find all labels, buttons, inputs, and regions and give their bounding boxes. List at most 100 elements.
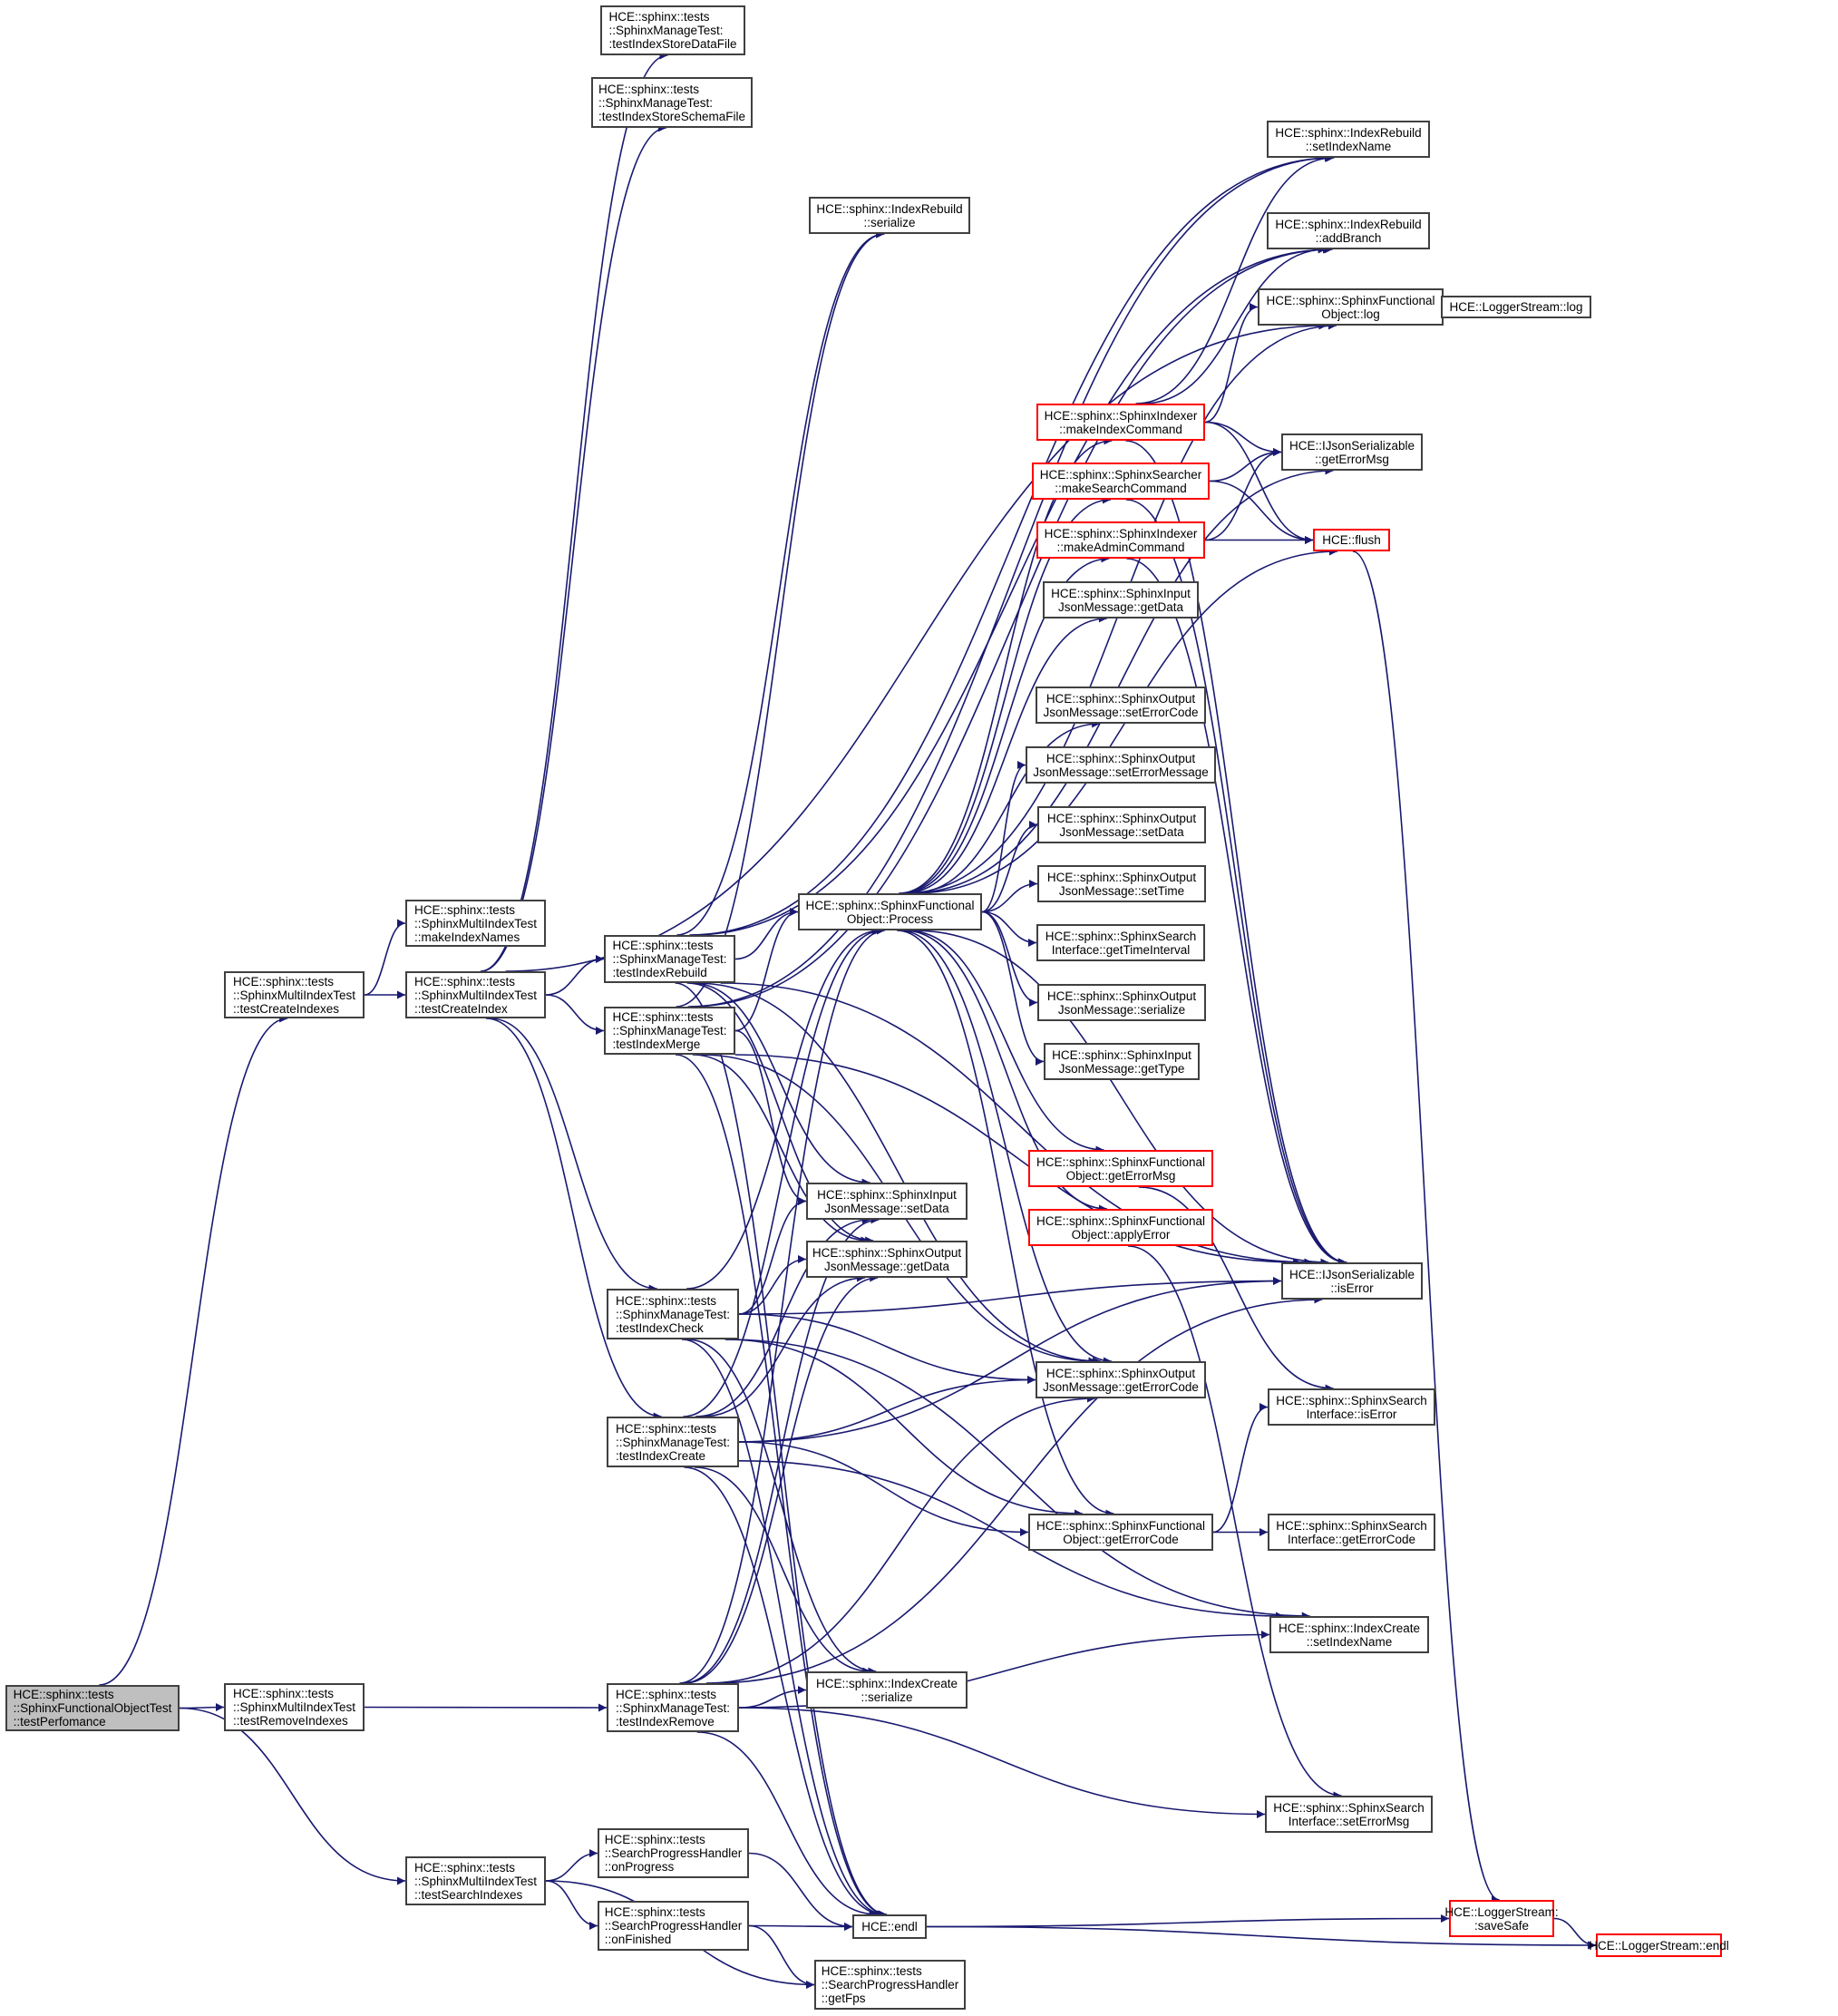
- node-label: HCE::sphinx::SphinxOutput JsonMessage::g…: [812, 1245, 962, 1273]
- edge-testIndexRemove-to-outputGetData: [684, 1273, 879, 1684]
- node-on-progress[interactable]: HCE::sphinx::tests ::SearchProgressHandl…: [598, 1828, 749, 1878]
- node-ijson-get-error-msg[interactable]: HCE::IJsonSerializable ::getErrorMsg: [1281, 433, 1423, 471]
- node-label: HCE::sphinx::SphinxSearcher ::makeSearch…: [1039, 467, 1202, 495]
- node-ijson-is-error[interactable]: HCE::IJsonSerializable ::isError: [1281, 1262, 1423, 1300]
- edge-testIndexCreate-to-jsIsError: [738, 1277, 1282, 1443]
- node-ssi-is-error[interactable]: HCE::sphinx::SphinxSearch Interface::isE…: [1268, 1388, 1435, 1426]
- node-index-create-set-index-name[interactable]: HCE::sphinx::IndexCreate ::setIndexName: [1269, 1616, 1429, 1653]
- node-test-index-store-data-file[interactable]: HCE::sphinx::tests ::SphinxManageTest: :…: [600, 5, 745, 55]
- node-input-get-type[interactable]: HCE::sphinx::SphinxInput JsonMessage::ge…: [1044, 1043, 1200, 1080]
- node-logger-stream-endl[interactable]: HCE::LoggerStream::endl: [1589, 1933, 1729, 1957]
- node-label: HCE::sphinx::SphinxSearch Interface::get…: [1045, 929, 1197, 957]
- node-label: HCE::sphinx::IndexRebuild ::setIndexName: [1275, 125, 1422, 153]
- node-label: HCE::sphinx::SphinxIndexer ::makeIndexCo…: [1044, 408, 1198, 436]
- edge-testIndexRebuild-to-rebuildSerialize: [676, 229, 884, 936]
- node-sfo-get-error-code[interactable]: HCE::sphinx::SphinxFunctional Object::ge…: [1028, 1514, 1213, 1551]
- node-label: HCE::sphinx::tests ::SearchProgressHandl…: [821, 1964, 959, 2005]
- edge-testCreateIndex-to-testIndexCreate: [485, 1018, 662, 1421]
- node-label: HCE::sphinx::SphinxFunctional Object::ap…: [1036, 1213, 1206, 1242]
- node-index-rebuild-serialize[interactable]: HCE::sphinx::IndexRebuild ::serialize: [809, 197, 970, 234]
- node-test-index-store-schema-file[interactable]: HCE::sphinx::tests ::SphinxManageTest: :…: [591, 77, 753, 128]
- edge-flush-to-saveSafe: [1352, 550, 1500, 1904]
- node-output-serialize[interactable]: HCE::sphinx::SphinxOutput JsonMessage::s…: [1037, 984, 1206, 1021]
- edge-testIndexCheck-to-endl: [681, 1339, 886, 1919]
- edge-process-to-inGetType: [981, 911, 1045, 1066]
- edge-testIndexRebuild-to-outGetErrorCode: [695, 982, 1102, 1366]
- node-output-get-error-code[interactable]: HCE::sphinx::SphinxOutput JsonMessage::g…: [1036, 1361, 1206, 1398]
- node-make-index-names[interactable]: HCE::sphinx::tests ::SphinxMultiIndexTes…: [405, 900, 546, 947]
- node-make-admin-command[interactable]: HCE::sphinx::SphinxIndexer ::makeAdminCo…: [1036, 521, 1205, 559]
- node-test-index-remove[interactable]: HCE::sphinx::tests ::SphinxManageTest: :…: [607, 1683, 739, 1732]
- node-test-create-indexes[interactable]: HCE::sphinx::tests ::SphinxMultiIndexTes…: [224, 971, 365, 1018]
- node-label: HCE::sphinx::tests ::SphinxMultiIndexTes…: [232, 1687, 356, 1728]
- node-label: HCE::sphinx::tests ::SphinxManageTest: :…: [615, 1293, 731, 1335]
- edge-testIndexRemove-to-ssiSetErrorMsg: [738, 1707, 1266, 1818]
- edge-process-to-outSetTime: [981, 880, 1038, 913]
- node-make-index-command[interactable]: HCE::sphinx::SphinxIndexer ::makeIndexCo…: [1036, 404, 1205, 441]
- node-label: HCE::sphinx::SphinxOutput JsonMessage::s…: [1033, 751, 1209, 779]
- node-label: HCE::sphinx::SphinxInput JsonMessage::ge…: [1051, 586, 1191, 614]
- node-label: HCE::sphinx::tests ::SphinxManageTest: :…: [612, 939, 727, 979]
- node-get-time-interval[interactable]: HCE::sphinx::SphinxSearch Interface::get…: [1036, 924, 1205, 961]
- edge-process-to-outSetData: [981, 821, 1038, 913]
- node-label: HCE::sphinx::tests ::SphinxManageTest: :…: [608, 10, 737, 51]
- edge-testIndexCreate-to-createSerialize: [695, 1466, 871, 1676]
- node-test-search-indexes[interactable]: HCE::sphinx::tests ::SphinxMultiIndexTes…: [405, 1856, 546, 1905]
- node-label: HCE::sphinx::SphinxFunctional Object::ge…: [1036, 1518, 1206, 1546]
- node-logger-stream-save-safe[interactable]: HCE::LoggerStream: :saveSafe: [1444, 1900, 1559, 1937]
- node-output-set-data[interactable]: HCE::sphinx::SphinxOutput JsonMessage::s…: [1037, 806, 1206, 843]
- node-ssi-set-error-msg[interactable]: HCE::sphinx::SphinxSearch Interface::set…: [1265, 1796, 1433, 1833]
- edge-testIndexRemove-to-process: [679, 926, 885, 1684]
- node-get-fps[interactable]: HCE::sphinx::tests ::SearchProgressHandl…: [814, 1960, 966, 2010]
- edge-testIndexMerge-to-endl: [675, 1054, 887, 1919]
- node-label: HCE::endl: [861, 1920, 918, 1933]
- node-ssi-get-error-code[interactable]: HCE::sphinx::SphinxSearch Interface::get…: [1268, 1514, 1435, 1551]
- edge-testSearchIndexes-to-onFinished: [545, 1880, 598, 1930]
- node-hce-endl[interactable]: HCE::endl: [852, 1914, 927, 1939]
- edge-applyError-to-ssiSetErrorMsg: [1127, 1245, 1342, 1800]
- node-index-create-serialize[interactable]: HCE::sphinx::IndexCreate ::serialize: [806, 1671, 968, 1709]
- node-index-rebuild-add-branch[interactable]: HCE::sphinx::IndexRebuild ::addBranch: [1267, 212, 1430, 249]
- edge-testCreateIndex-to-testIndexStoreSchemaFile: [481, 123, 666, 972]
- node-output-set-error-code[interactable]: HCE::sphinx::SphinxOutput JsonMessage::s…: [1036, 687, 1206, 724]
- node-test-remove-indexes[interactable]: HCE::sphinx::tests ::SphinxMultiIndexTes…: [224, 1683, 365, 1731]
- edge-makeIndexCommand-to-flush: [1204, 421, 1314, 544]
- node-root-test-perfomance[interactable]: HCE::sphinx::tests ::SphinxFunctionalObj…: [5, 1685, 180, 1731]
- node-make-search-command[interactable]: HCE::sphinx::SphinxSearcher ::makeSearch…: [1032, 463, 1210, 500]
- node-test-index-create[interactable]: HCE::sphinx::tests ::SphinxManageTest: :…: [607, 1417, 739, 1467]
- node-label: HCE::sphinx::tests ::SphinxMultiIndexTes…: [413, 1860, 538, 1902]
- node-hce-flush[interactable]: HCE::flush: [1313, 529, 1390, 551]
- node-output-set-time[interactable]: HCE::sphinx::SphinxOutput JsonMessage::s…: [1037, 865, 1206, 902]
- node-test-index-rebuild[interactable]: HCE::sphinx::tests ::SphinxManageTest: :…: [604, 935, 735, 983]
- node-sfo-log[interactable]: HCE::sphinx::SphinxFunctional Object::lo…: [1258, 288, 1444, 326]
- node-sfo-apply-error[interactable]: HCE::sphinx::SphinxFunctional Object::ap…: [1028, 1209, 1213, 1246]
- node-label: HCE::sphinx::IndexCreate ::serialize: [815, 1676, 958, 1704]
- node-label: HCE::sphinx::tests ::SphinxMultiIndexTes…: [232, 974, 356, 1016]
- edge-process-to-outSetErrorCode: [910, 719, 1101, 894]
- edge-testIndexRemove-to-endl: [696, 1731, 878, 1919]
- node-output-set-error-message[interactable]: HCE::sphinx::SphinxOutput JsonMessage::s…: [1026, 746, 1216, 784]
- node-sfo-get-error-msg[interactable]: HCE::sphinx::SphinxFunctional Object::ge…: [1028, 1150, 1213, 1187]
- node-on-finished[interactable]: HCE::sphinx::tests ::SearchProgressHandl…: [598, 1901, 749, 1951]
- node-label: HCE::sphinx::SphinxOutput JsonMessage::s…: [1043, 691, 1199, 719]
- edge-testIndexMerge-to-process: [734, 908, 799, 1032]
- node-input-set-data[interactable]: HCE::sphinx::SphinxInput JsonMessage::se…: [806, 1183, 968, 1220]
- edge-process-to-makeSearchCommand: [900, 495, 1112, 894]
- node-label: HCE::IJsonSerializable ::getErrorMsg: [1289, 438, 1415, 466]
- edge-makeAdminCommand-to-jsGetErrorMsg: [1204, 448, 1282, 541]
- edge-testIndexRebuild-to-outputGetData: [686, 982, 874, 1245]
- node-output-get-data[interactable]: HCE::sphinx::SphinxOutput JsonMessage::g…: [806, 1241, 968, 1278]
- node-logger-stream-log[interactable]: HCE::LoggerStream::log: [1441, 296, 1591, 318]
- node-input-get-data[interactable]: HCE::sphinx::SphinxInput JsonMessage::ge…: [1043, 581, 1199, 618]
- node-sfo-process[interactable]: HCE::sphinx::SphinxFunctional Object::Pr…: [798, 893, 982, 930]
- edge-testIndexCreate-to-process: [683, 926, 883, 1417]
- node-test-index-merge[interactable]: HCE::sphinx::tests ::SphinxManageTest: :…: [604, 1007, 735, 1055]
- edge-testIndexCheck-to-process: [686, 926, 880, 1290]
- node-label: HCE::sphinx::SphinxInput JsonMessage::ge…: [1052, 1047, 1191, 1076]
- node-test-index-check[interactable]: HCE::sphinx::tests ::SphinxManageTest: :…: [607, 1289, 739, 1339]
- node-test-create-index[interactable]: HCE::sphinx::tests ::SphinxMultiIndexTes…: [405, 971, 546, 1018]
- edge-process-to-sfoGetErrorMsg: [906, 930, 1104, 1154]
- edge-makeIndexCommand-to-sfoLog: [1204, 303, 1259, 424]
- node-label: HCE::sphinx::SphinxOutput JsonMessage::s…: [1046, 870, 1197, 898]
- node-index-rebuild-set-index-name[interactable]: HCE::sphinx::IndexRebuild ::setIndexName: [1267, 121, 1430, 158]
